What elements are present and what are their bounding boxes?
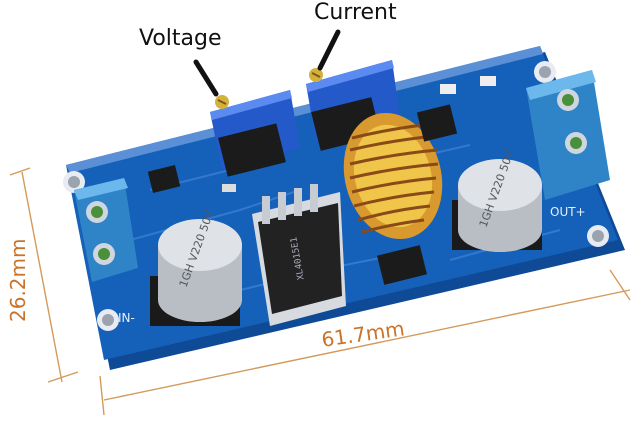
voltage-label: Voltage <box>139 26 222 51</box>
height-dimension: 26.2mm <box>6 238 30 323</box>
callout-pointers <box>193 29 341 97</box>
left-capacitor: 1GH V220 50V <box>150 208 242 326</box>
output-terminal-block <box>526 70 610 200</box>
silkscreen-output: OUT+ <box>550 205 586 219</box>
voltage-potentiometer <box>210 90 300 177</box>
right-capacitor: 1GH V220 50V <box>452 148 542 252</box>
smd-components <box>147 76 496 285</box>
current-label: Current <box>314 0 397 25</box>
xl4015-chip: XL4015E1 <box>252 184 346 326</box>
silkscreen-input: IN- <box>118 311 135 325</box>
input-terminal-block <box>74 178 138 282</box>
dimension-lines <box>9 167 631 416</box>
mounting-holes <box>63 61 609 331</box>
inductor-coil <box>343 112 443 240</box>
